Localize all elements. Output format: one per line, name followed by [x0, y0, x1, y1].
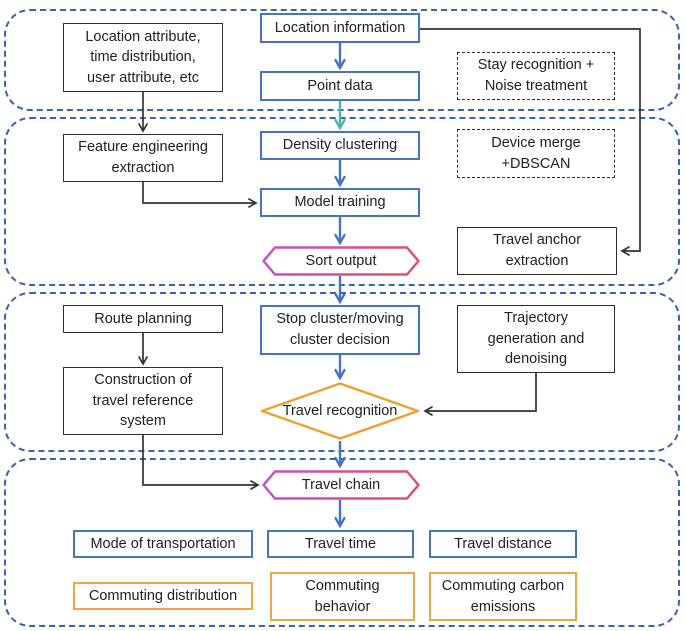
node-commuting-behavior: Commuting behavior — [270, 572, 415, 621]
stage-container-1 — [4, 9, 680, 111]
node-stay-recognition: Stay recognition + Noise treatment — [457, 52, 615, 100]
node-travel-recognition-label: Travel recognition — [282, 402, 398, 419]
hexagon-shape — [262, 470, 420, 500]
node-model-training: Model training — [260, 188, 420, 217]
node-route-planning: Route planning — [63, 305, 223, 333]
node-sort-output-label: Sort output — [305, 252, 377, 269]
node-point-data: Point data — [260, 71, 420, 101]
node-travel-chain-label: Travel chain — [301, 476, 381, 493]
node-location-attribute: Location attribute, time distribution, u… — [63, 23, 223, 92]
node-travel-distance: Travel distance — [429, 530, 577, 558]
node-location-information: Location information — [260, 13, 420, 43]
node-commuting-carbon: Commuting carbon emissions — [429, 572, 577, 621]
node-construction-reference: Construction of travel reference system — [63, 367, 223, 435]
hexagon-shape — [262, 246, 420, 276]
diamond-shape — [260, 382, 420, 440]
node-device-merge: Device merge +DBSCAN — [457, 129, 615, 178]
node-travel-time: Travel time — [267, 530, 414, 558]
stage-container-2 — [4, 117, 680, 286]
node-mode-of-transportation: Mode of transportation — [73, 530, 253, 558]
node-travel-chain: Travel chain — [262, 470, 420, 500]
node-travel-anchor: Travel anchor extraction — [457, 227, 617, 275]
node-sort-output: Sort output — [262, 246, 420, 276]
node-stop-cluster: Stop cluster/moving cluster decision — [260, 305, 420, 355]
node-travel-recognition: Travel recognition — [260, 381, 420, 441]
node-trajectory-generation: Trajectory generation and denoising — [457, 305, 615, 373]
node-feature-engineering: Feature engineering extraction — [63, 134, 223, 182]
node-density-clustering: Density clustering — [260, 131, 420, 160]
node-commuting-distribution: Commuting distribution — [73, 582, 253, 610]
